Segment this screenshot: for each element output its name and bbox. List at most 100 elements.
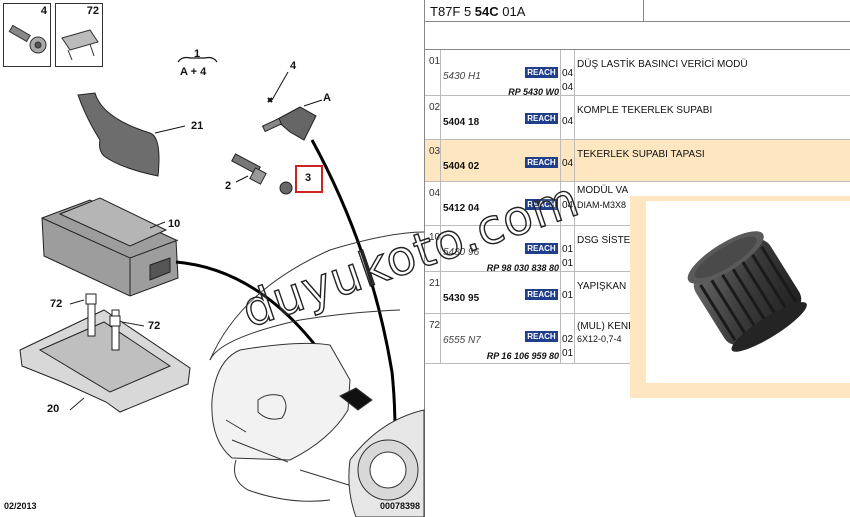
part-description: DÜŞ LASTİK BASINCI VERİCİ MODÜ [577,59,748,70]
part-description-detail: 6X12-0,7-4 [577,334,622,344]
valve-sensor-drawing [261,71,323,141]
column-divider [440,226,441,271]
callout-2: 2 [225,180,232,192]
reference-prefix: T87F 5 [430,4,475,19]
product-photo-frame [646,201,850,383]
part-description: MODÜL VA [577,185,629,196]
product-photo [630,196,850,398]
column-divider [574,96,575,139]
reference-bold: 54C [474,4,499,19]
reach-badge: REACH [525,243,558,254]
rp-reference[interactable]: RP 5430 W0 [508,87,559,97]
part-description: DSG SİSTE [577,235,631,246]
rp-reference[interactable]: RP 98 030 838 80 [486,263,559,273]
diagram-date: 02/2013 [4,501,37,511]
reach-badge: REACH [525,289,558,300]
rp-reference[interactable]: RP 16 106 959 80 [486,351,559,361]
valve-cap-photo [687,231,807,352]
table-row-selected[interactable]: 03 5404 02 REACH 04 TEKERLEK SUPABI TAPA… [425,140,850,182]
column-divider [440,314,441,363]
column-divider [574,226,575,271]
table-row[interactable]: 02 5404 18 REACH 04 KOMPLE TEKERLEK SUPA… [425,96,850,140]
column-divider [574,50,575,95]
column-divider [560,314,561,363]
part-reference[interactable]: 5404 18 [443,117,480,128]
part-reference[interactable]: 5404 02 [443,161,480,172]
quantity: 01 [562,244,574,255]
part-description-detail: DIAM-M3X8 [577,200,627,210]
row-number: 72 [429,320,441,331]
reach-badge: REACH [525,199,558,210]
callout-72-right: 72 [148,320,161,332]
column-divider [560,272,561,313]
callout-1: 1 [194,48,201,60]
table-row[interactable]: 01 5430 H1 REACH RP 5430 W0 04 04 DÜŞ LA… [425,50,850,97]
column-divider [560,50,561,95]
column-divider [440,182,441,225]
thumb-screw[interactable]: 4 [3,3,51,67]
reference-suffix: 01A [498,4,526,19]
thumb-number: 72 [86,5,99,17]
reach-badge: REACH [525,113,558,124]
column-divider [574,140,575,181]
part-description: TEKERLEK SUPABI TAPASI [577,149,705,160]
quantity: 04 [562,82,574,93]
part-reference[interactable]: 5430 96 [443,247,480,258]
callout-bracket [177,56,218,63]
column-divider [440,50,441,95]
callout-21: 21 [191,120,204,132]
callout-3[interactable]: 3 [305,172,312,184]
mounting-bracket-20 [19,293,191,413]
callout-4: 4 [290,60,297,72]
column-divider [574,272,575,313]
clip-drawing [61,29,99,61]
valve-cap-drawing-3 [279,165,323,195]
reference-code: T87F 5 54C 01A [430,4,525,19]
callout-10: 10 [168,218,181,230]
column-divider [560,96,561,139]
quantity: 04 [562,200,574,211]
quantity: 01 [562,348,574,359]
part-reference[interactable]: 6555 N7 [443,335,481,346]
diagram-drawing [8,24,425,517]
control-module-10 [41,197,179,297]
row-number: 10 [429,232,441,243]
quantity: 04 [562,68,574,79]
callout-A: A [323,92,331,104]
quantity: 01 [562,258,574,269]
screw-drawing [8,24,47,54]
column-divider [440,140,441,181]
header-gap [425,22,850,50]
reach-badge: REACH [525,157,558,168]
column-divider [440,272,441,313]
parts-diagram: 4 72 [3,0,425,517]
column-divider [574,182,575,225]
reach-badge: REACH [525,331,558,342]
header-divider [643,0,644,22]
part-description: (MUL) KENE [577,321,635,332]
callout-72-left: 72 [50,298,63,310]
quantity: 02 [562,334,574,345]
row-number: 02 [429,102,441,113]
part-reference[interactable]: 5412 04 [443,203,480,214]
reach-badge: REACH [525,67,558,78]
part-reference[interactable]: 5430 95 [443,293,480,304]
column-divider [560,182,561,225]
callout-1-sub: A + 4 [180,66,207,78]
diagram-id: 00078398 [379,501,420,511]
part-description: YAPIŞKAN [577,281,627,292]
row-number: 03 [429,146,441,157]
part-description: KOMPLE TEKERLEK SUPABI [577,105,713,116]
adhesive-pad-21 [77,92,160,177]
quantity: 04 [562,158,574,169]
callout-20: 20 [47,403,60,415]
quantity: 04 [562,116,574,127]
column-divider [560,226,561,271]
thumb-number: 4 [40,5,47,17]
column-divider [440,96,441,139]
row-number: 01 [429,56,441,67]
quantity: 01 [562,290,574,301]
part-reference[interactable]: 5430 H1 [443,71,481,82]
column-divider [560,140,561,181]
row-number: 04 [429,188,441,199]
